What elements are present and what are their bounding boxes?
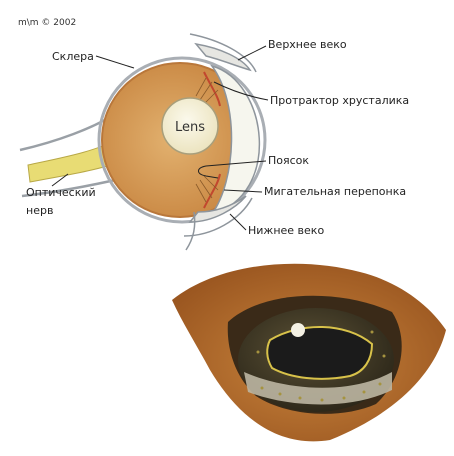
label-optic-nerve-line1: Оптический <box>26 186 96 199</box>
label-sclera: Склера <box>52 50 94 63</box>
leader-sclera <box>96 56 134 68</box>
label-lower-lid: Нижнее веко <box>248 224 324 237</box>
label-optic-nerve-line2: нерв <box>26 204 53 217</box>
external-eye-illustration <box>172 264 446 442</box>
pupil <box>267 327 372 379</box>
label-zonule: Поясок <box>268 154 309 167</box>
label-lens-protractor: Протрактор хрусталика <box>270 94 409 107</box>
leader-lower-lid <box>230 214 246 230</box>
label-nictitating-membrane: Мигательная перепонка <box>264 185 406 198</box>
lens-label: Lens <box>175 120 205 135</box>
eye-highlight <box>291 323 305 337</box>
leader-upper-lid <box>238 46 266 60</box>
label-upper-lid: Верхнее веко <box>268 38 347 51</box>
copyright-text: m\m © 2002 <box>18 18 76 28</box>
